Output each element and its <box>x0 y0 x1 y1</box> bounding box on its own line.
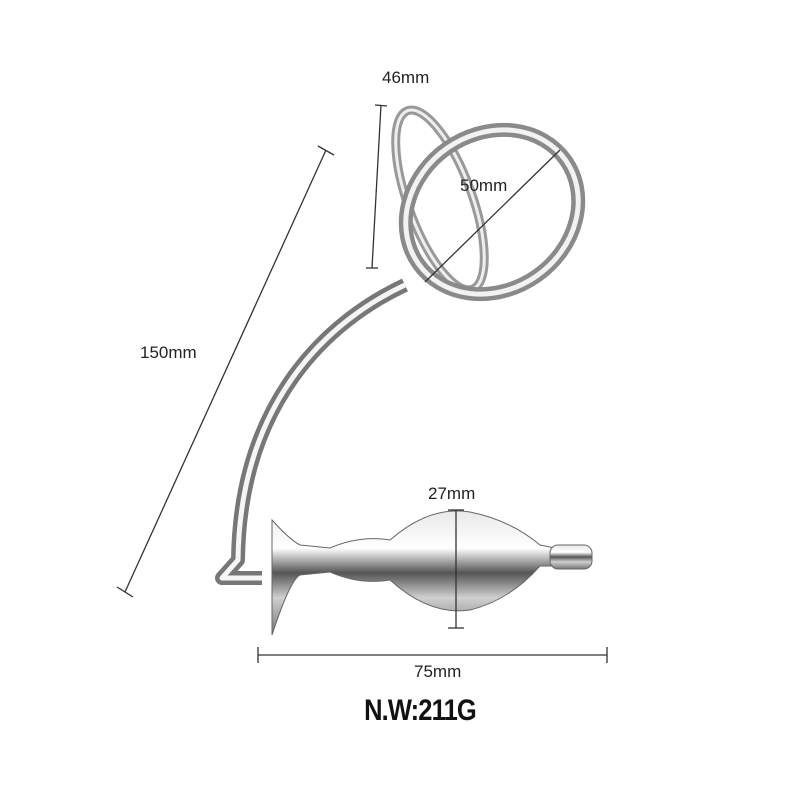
label-plug-diameter: 27mm <box>428 484 476 503</box>
dim-line-50mm <box>424 149 561 283</box>
label-total-length: 150mm <box>140 343 197 362</box>
plug-tip <box>549 544 593 570</box>
label-ring-diameter: 50mm <box>460 176 508 195</box>
dim-line-150mm <box>124 149 327 593</box>
dim-line-46mm <box>371 104 382 269</box>
connecting-rod <box>215 278 408 585</box>
net-weight: N.W:211G <box>364 694 477 727</box>
label-plug-length: 75mm <box>414 662 462 681</box>
plug-body <box>271 510 556 636</box>
label-ring-depth: 46mm <box>382 68 430 87</box>
